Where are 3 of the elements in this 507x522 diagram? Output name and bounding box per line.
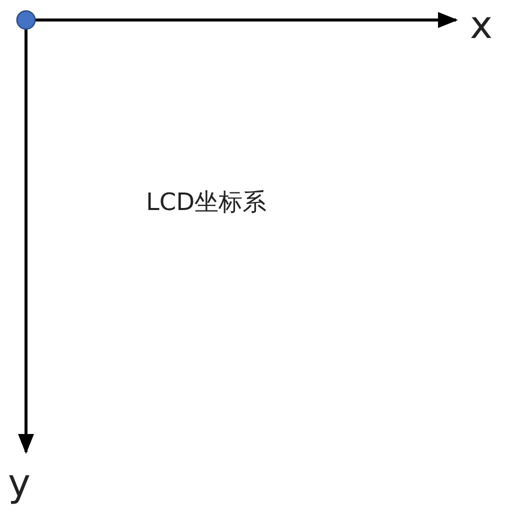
axis-label: x — [470, 6, 492, 44]
diagram-label: LCD坐标系 — [146, 190, 267, 214]
axis-label: y — [8, 464, 30, 502]
